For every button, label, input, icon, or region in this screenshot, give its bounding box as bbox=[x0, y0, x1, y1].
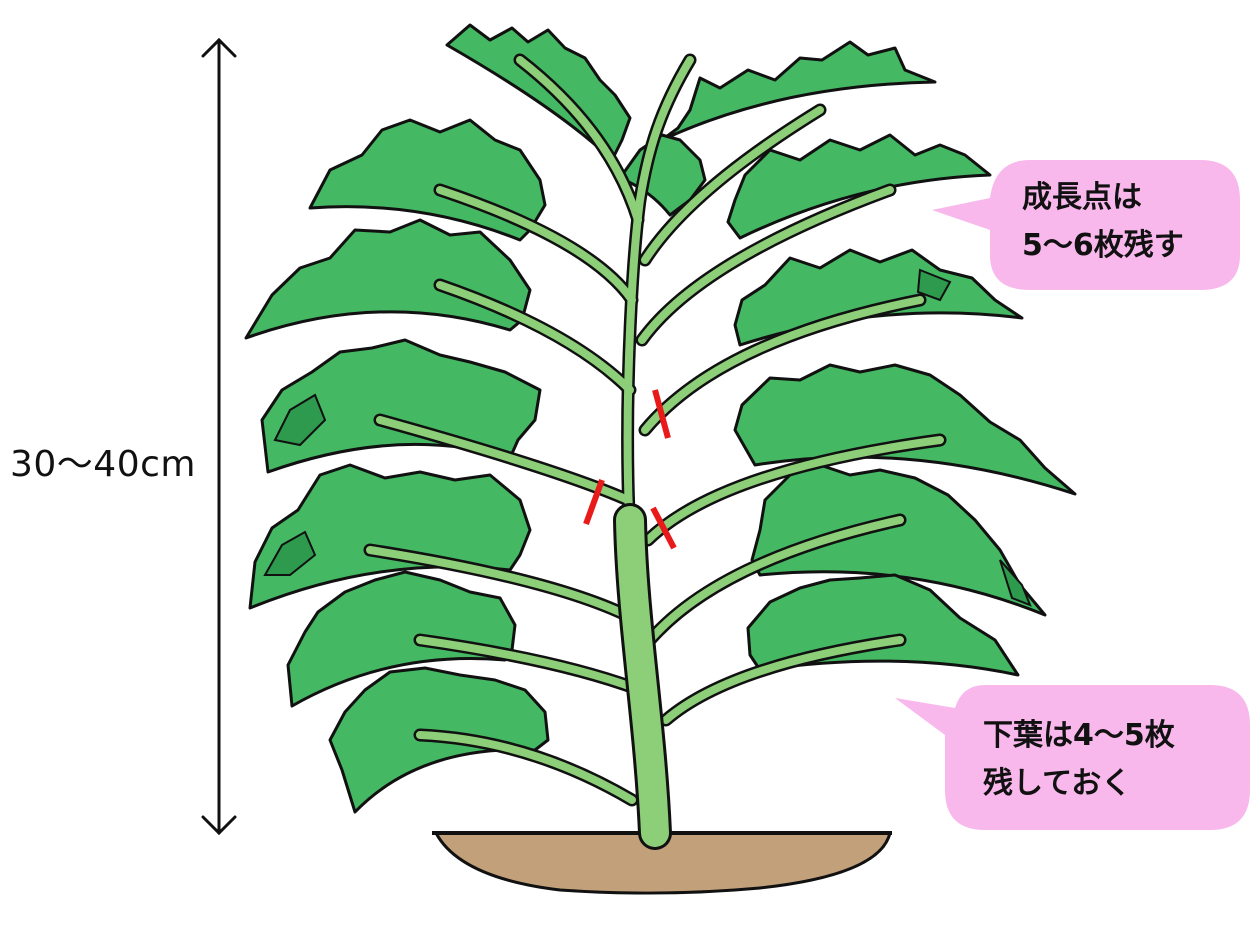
growth-point-line-2: 5〜6枚残す bbox=[1022, 228, 1184, 263]
cut-mark-icon bbox=[583, 389, 677, 550]
height-arrow-icon bbox=[201, 37, 237, 836]
stems bbox=[363, 53, 947, 850]
growth-point-line-1: 成長点は bbox=[1022, 180, 1142, 215]
leaf bbox=[618, 133, 707, 217]
leaf bbox=[726, 133, 992, 240]
leaf bbox=[244, 218, 532, 340]
growth-point-note: 成長点は 5〜6枚残す bbox=[1022, 174, 1184, 270]
leaf bbox=[733, 363, 1077, 496]
leaf-shadows bbox=[263, 268, 1032, 607]
bubble-growth-point bbox=[932, 160, 1240, 290]
leaf bbox=[660, 40, 937, 142]
height-label: 30〜40cm bbox=[10, 444, 196, 485]
leaf bbox=[750, 463, 1047, 617]
leaf bbox=[286, 570, 517, 708]
soil bbox=[433, 831, 892, 895]
lower-leaves-note: 下葉は4〜5枚 残しておく bbox=[983, 712, 1175, 808]
lower-leaves-line-2: 残しておく bbox=[983, 766, 1132, 801]
leaf bbox=[733, 248, 1024, 347]
bubble-lower-leaves bbox=[895, 685, 1250, 830]
lower-leaves-line-1: 下葉は4〜5枚 bbox=[983, 718, 1175, 753]
leaves bbox=[244, 23, 1077, 814]
